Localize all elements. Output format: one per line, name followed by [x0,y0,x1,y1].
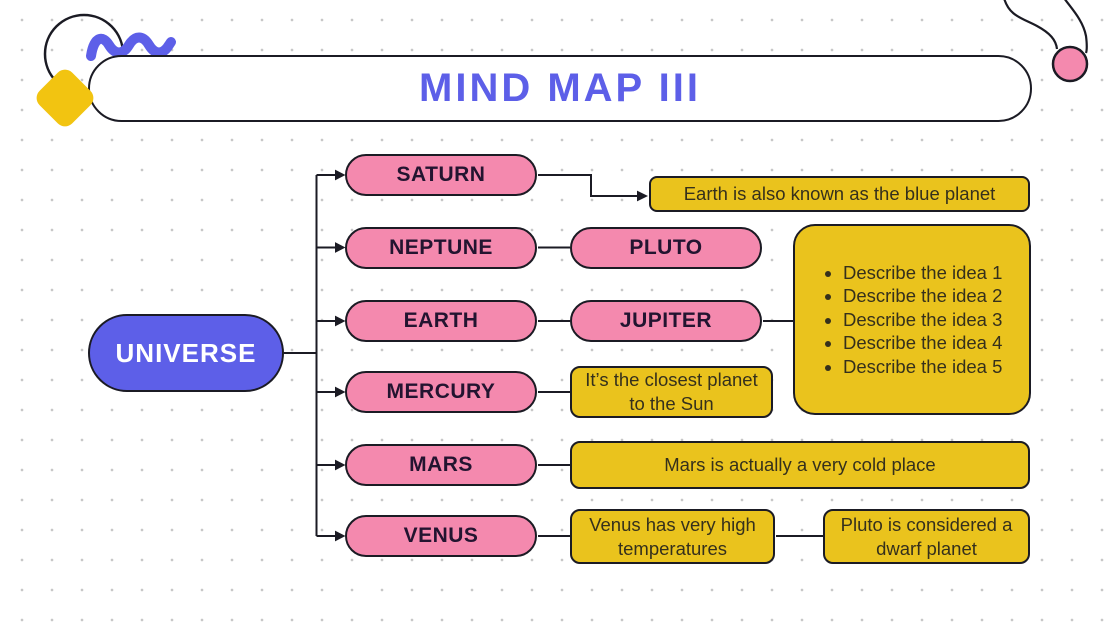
idea-item: Describe the idea 3 [843,308,1023,332]
node-universe: UNIVERSE [88,314,284,392]
node-mars: MARS [345,444,537,486]
string-curve-left-decoration [1003,0,1059,50]
squiggle-decoration [86,32,176,61]
pink-dot-decoration [1051,45,1089,83]
node-earth: EARTH [345,300,537,342]
note-venus-temperature: Venus has very high temperatures [570,509,775,564]
note-ideas-list: Describe the idea 1 Describe the idea 2 … [793,224,1031,415]
note-mars-cold: Mars is actually a very cold place [570,441,1030,489]
arrowhead [637,190,648,202]
node-venus: VENUS [345,515,537,557]
string-curve-right-decoration [1064,0,1088,54]
node-jupiter: JUPITER [570,300,762,342]
idea-item: Describe the idea 1 [843,261,1023,285]
idea-item: Describe the idea 5 [843,355,1023,379]
node-neptune: NEPTUNE [345,226,537,269]
saturn-elbow-line [538,174,638,197]
page-title: MIND MAP III [419,66,701,110]
node-saturn: SATURN [345,154,537,196]
note-earth-blue-planet: Earth is also known as the blue planet [649,176,1030,212]
arrowhead [335,459,346,471]
node-mercury: MERCURY [345,371,537,413]
arrowhead [335,315,346,327]
idea-item: Describe the idea 4 [843,331,1023,355]
idea-item: Describe the idea 2 [843,284,1023,308]
title-banner: MIND MAP III [88,55,1032,122]
note-pluto-dwarf: Pluto is considered a dwarf planet [823,509,1030,564]
node-pluto: PLUTO [570,226,762,269]
arrowhead [335,169,346,181]
arrowhead [335,386,346,398]
diamond-decoration [32,65,98,131]
note-mercury-closest: It’s the closest planet to the Sun [570,366,773,418]
ideas-bullet-list: Describe the idea 1 Describe the idea 2 … [795,261,1029,379]
arrowhead [335,530,346,542]
arrowhead [335,242,346,253]
